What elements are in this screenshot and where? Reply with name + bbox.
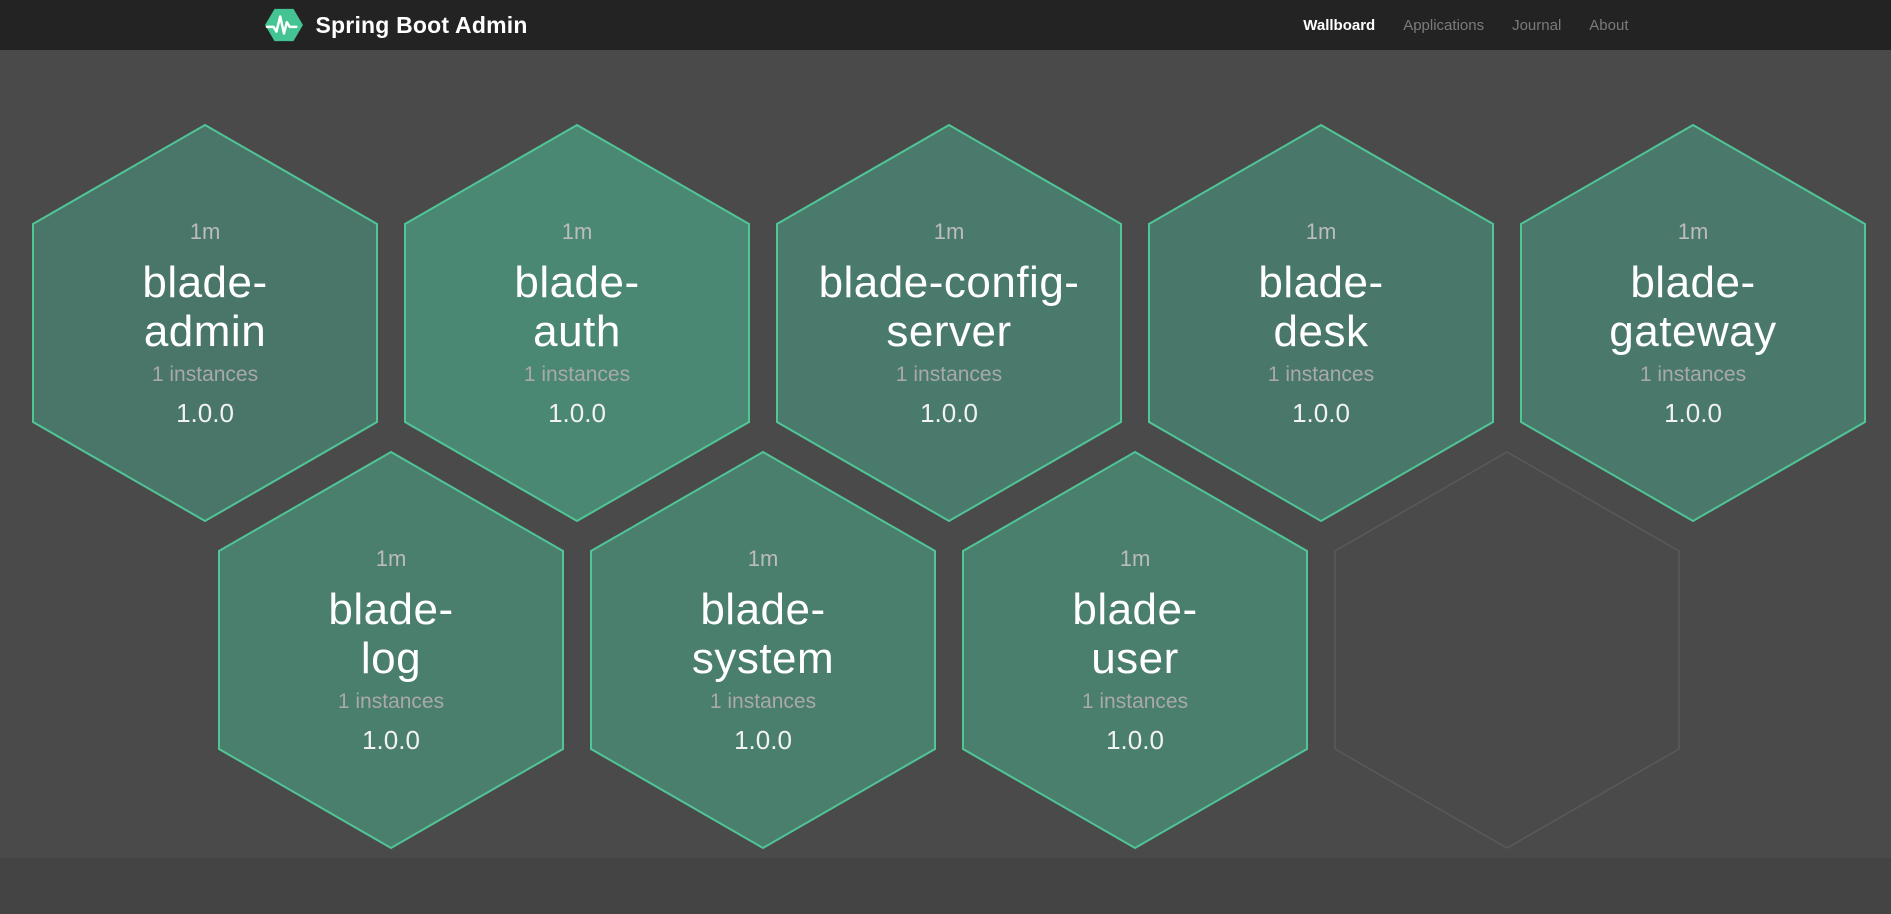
empty-hexagon [1332, 450, 1682, 850]
nav-link-wallboard[interactable]: Wallboard [1303, 16, 1376, 34]
app-title: Spring Boot Admin [315, 11, 528, 38]
empty-hexagon-shape [1334, 451, 1680, 849]
nav-link-about[interactable]: About [1589, 16, 1629, 34]
bottom-strip [0, 858, 1891, 914]
nav-link-applications[interactable]: Applications [1403, 16, 1485, 34]
hexagon-shape [590, 450, 936, 850]
hexagon-shape [776, 123, 1122, 523]
brand-link[interactable]: Spring Boot Admin [263, 7, 528, 43]
navbar-menu: Wallboard Applications Journal About [1303, 17, 1628, 34]
hexagon-shape [962, 450, 1308, 850]
spring-boot-admin-logo-icon [264, 8, 303, 42]
hexagon-shape [218, 450, 564, 850]
nav-link-journal[interactable]: Journal [1512, 16, 1562, 34]
hexagon-shape [1148, 123, 1494, 523]
hexagon-shape [32, 123, 378, 523]
hexagon-shape [404, 123, 750, 523]
hexagon-shape [1520, 123, 1866, 523]
top-navbar: Spring Boot Admin Wallboard Applications J… [0, 0, 1891, 50]
navbar-container: Spring Boot Admin Wallboard Applications J… [263, 0, 1629, 50]
